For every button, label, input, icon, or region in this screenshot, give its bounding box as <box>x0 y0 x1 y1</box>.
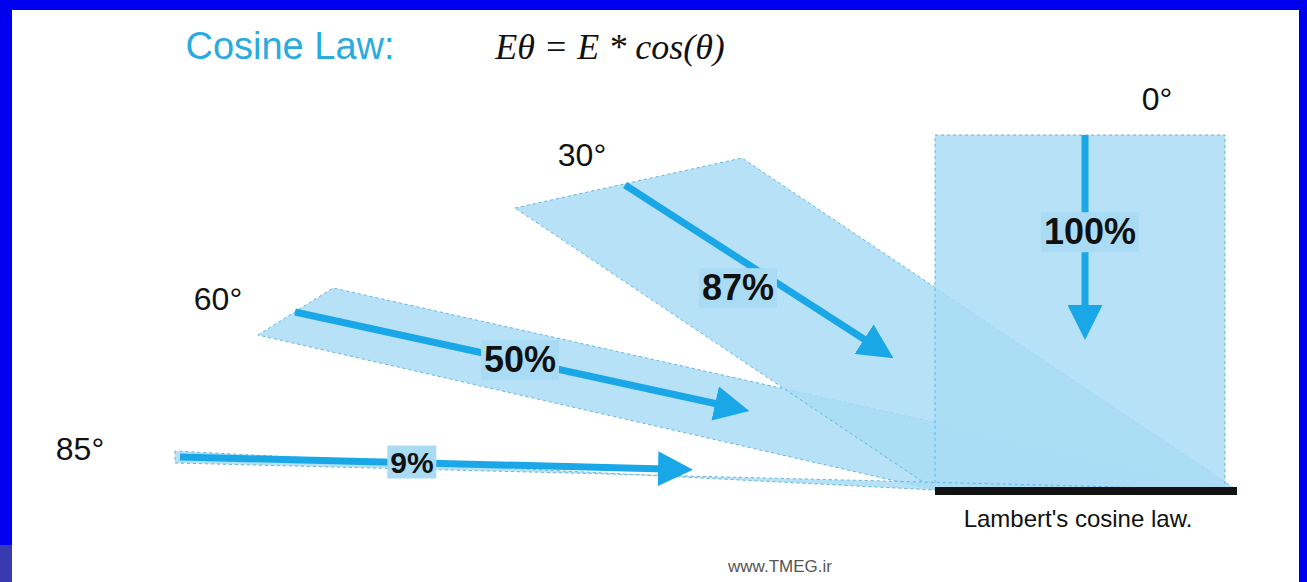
percent-label: 9% <box>387 446 436 479</box>
formula: Eθ = E * cos(θ) <box>495 28 725 68</box>
percent-label: 100% <box>1041 212 1139 252</box>
watermark: www.TMEG.ir <box>728 558 832 577</box>
beam-0 <box>935 135 1225 490</box>
corner-block <box>0 545 12 582</box>
arrow-60 <box>295 312 722 405</box>
surface <box>935 487 1237 495</box>
beam-85 <box>175 451 1237 490</box>
angle-label: 85° <box>56 432 104 467</box>
caption: Lambert's cosine law. <box>964 506 1193 532</box>
title: Cosine Law: <box>185 26 394 68</box>
angle-label: 0° <box>1142 82 1173 117</box>
arrow-30 <box>625 185 870 343</box>
angle-label: 30° <box>558 138 606 173</box>
percent-label: 50% <box>481 340 559 380</box>
angle-label: 60° <box>194 282 242 317</box>
percent-label: 87% <box>699 268 777 308</box>
